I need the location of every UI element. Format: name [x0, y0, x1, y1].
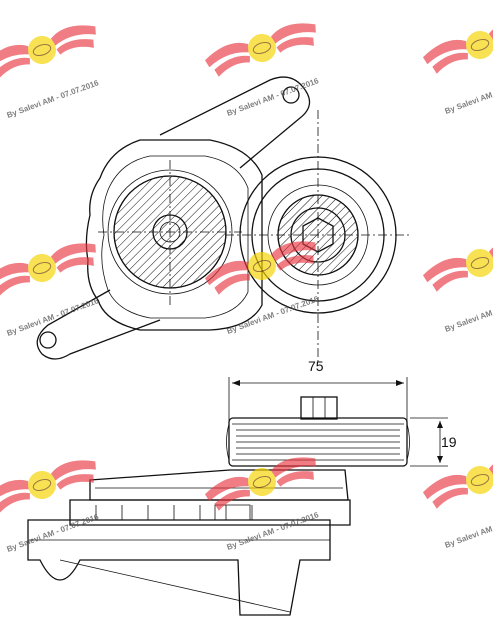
watermark-text: By Salevi AM - 07.07.2016: [444, 292, 493, 334]
watermark-logo-icon: [0, 236, 102, 300]
watermark-text: By Salevi AM - 07.07.2016: [444, 74, 493, 116]
top-view: [36, 76, 412, 365]
watermark-logo-icon: [420, 231, 493, 295]
watermark-text: By Salevi AM - 07.07.2016: [444, 508, 493, 550]
height-dimension-label: 19: [441, 434, 457, 450]
watermark-layer: By Salevi AM - 07.07.2016 By Salevi AM -…: [0, 13, 493, 554]
mounting-base: [27, 519, 331, 616]
tensioner-housing: [85, 139, 263, 331]
bolt-stem: [300, 396, 338, 420]
lower-mount-hole: [39, 331, 57, 349]
watermark-logo-icon: [0, 18, 102, 82]
watermark-text: By Salevi AM - 07.07.2016: [6, 78, 101, 120]
width-dimension: 75: [228, 358, 408, 420]
pulley-side: [228, 417, 408, 467]
lower-bracket: [36, 289, 161, 360]
width-dimension-label: 75: [308, 358, 324, 374]
watermark-text: By Salevi AM - 07.07.2016: [6, 512, 101, 554]
upper-mount-hole: [282, 86, 300, 104]
side-view: 19: [27, 396, 457, 616]
watermark-logo-icon: [420, 13, 493, 77]
watermark-text: By Salevi AM - 07.07.2016: [226, 510, 321, 552]
watermark-logo-icon: [202, 16, 322, 80]
tensioner-arm-side: [89, 469, 349, 501]
watermark-text: By Salevi AM - 07.07.2016: [6, 296, 101, 338]
upper-bracket: [159, 76, 311, 169]
watermark-text: By Salevi AM - 07.07.2016: [226, 294, 321, 336]
watermark-logo-icon: [0, 453, 102, 517]
spring-housing-side: [69, 499, 351, 526]
watermark-logo-icon: [420, 448, 493, 512]
